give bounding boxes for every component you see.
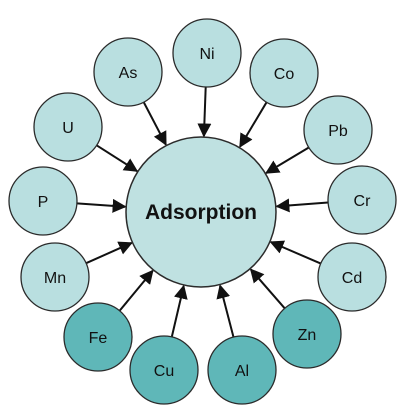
node-co: Co	[249, 38, 319, 108]
node-circle	[20, 242, 90, 312]
node-label: Co	[274, 66, 295, 83]
node-al: Al	[207, 335, 277, 405]
arrow-ni	[197, 86, 212, 138]
center-node: Adsorption	[125, 136, 277, 288]
arrow-zn	[249, 268, 286, 309]
node-label: Zn	[298, 327, 317, 344]
node-label: Cr	[354, 193, 372, 210]
arrow-fe	[118, 269, 154, 312]
arrow-al	[216, 284, 235, 338]
node-circle	[272, 299, 342, 369]
arrow-u	[96, 144, 139, 172]
arrow-mn	[85, 241, 133, 265]
node-circle	[63, 302, 133, 372]
arrow-p	[76, 198, 127, 213]
node-p: P	[8, 166, 78, 236]
arrow-cr	[275, 198, 329, 213]
node-cu: Cu	[129, 335, 199, 405]
node-circle	[33, 92, 103, 162]
center-circle	[125, 136, 277, 288]
node-cd: Cd	[317, 242, 387, 312]
arrow-co	[239, 101, 268, 148]
node-label: As	[119, 65, 138, 82]
node-fe: Fe	[63, 302, 133, 372]
node-as: As	[93, 37, 163, 107]
node-circle	[8, 166, 78, 236]
node-circle	[172, 18, 242, 88]
node-label: P	[38, 194, 49, 211]
node-circle	[327, 165, 397, 235]
node-circle	[317, 242, 387, 312]
arrow-layer	[76, 86, 329, 338]
node-label: U	[62, 120, 74, 137]
node-zn: Zn	[272, 299, 342, 369]
node-label: Fe	[89, 330, 108, 347]
node-label: Ni	[199, 46, 214, 63]
node-u: U	[33, 92, 103, 162]
node-circle	[207, 335, 277, 405]
arrow-pb	[264, 146, 310, 174]
node-mn: Mn	[20, 242, 90, 312]
node-label: Al	[235, 363, 249, 380]
node-label: Cu	[154, 363, 174, 380]
node-label: Cd	[342, 270, 362, 287]
node-label: Mn	[44, 270, 66, 287]
node-circle	[303, 95, 373, 165]
arrow-as	[142, 101, 167, 146]
node-cr: Cr	[327, 165, 397, 235]
center-label: Adsorption	[145, 201, 257, 224]
arrow-cd	[269, 240, 322, 265]
node-pb: Pb	[303, 95, 373, 165]
node-circle	[249, 38, 319, 108]
node-label: Pb	[328, 123, 348, 140]
node-ni: Ni	[172, 18, 242, 88]
arrow-cu	[170, 284, 188, 338]
node-circle	[129, 335, 199, 405]
node-circle	[93, 37, 163, 107]
